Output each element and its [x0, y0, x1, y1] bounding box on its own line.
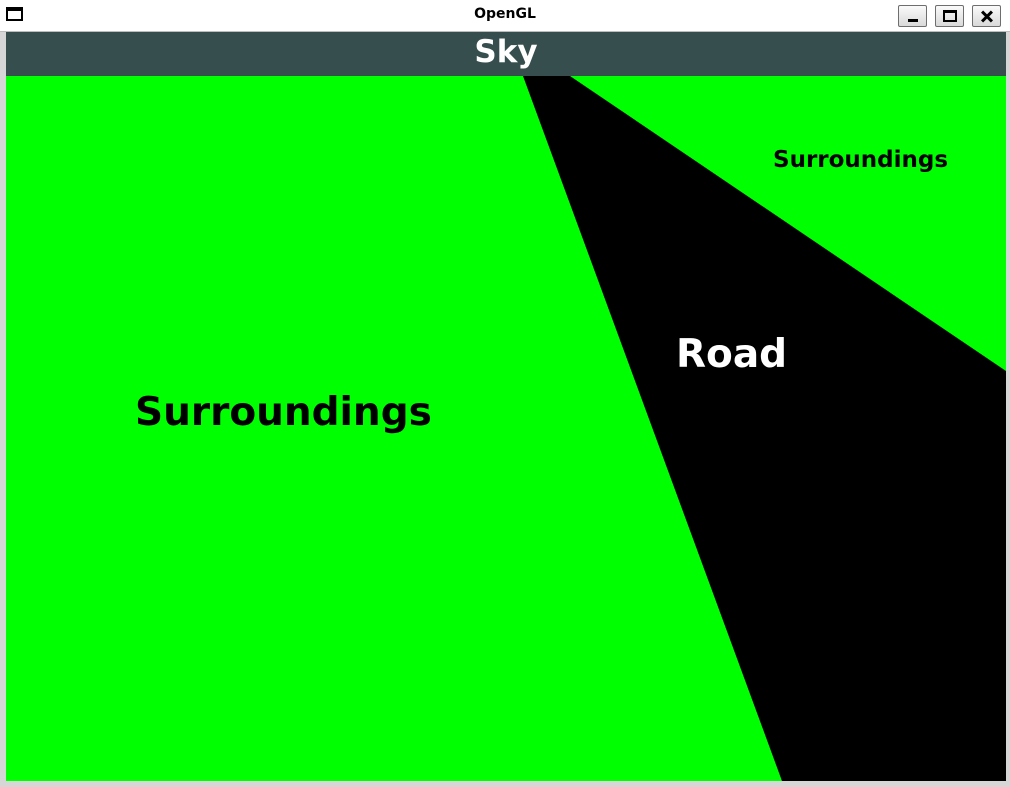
road-label: Road: [676, 332, 788, 377]
surroundings-right-label: Surroundings: [773, 147, 949, 173]
sky-label: Sky: [474, 34, 538, 70]
title-bar[interactable]: OpenGL: [0, 0, 1010, 32]
maximize-button[interactable]: [935, 5, 964, 27]
close-button[interactable]: [972, 5, 1001, 27]
minimize-button[interactable]: [898, 5, 927, 27]
window-title: OpenGL: [474, 6, 536, 22]
road-shape: [523, 76, 1006, 781]
surroundings-left-label: Surroundings: [135, 390, 432, 435]
sky-band: Sky: [6, 32, 1006, 76]
scene-canvas: [6, 32, 1006, 781]
window-icon[interactable]: [6, 7, 23, 21]
opengl-viewport[interactable]: Sky Surroundings Surroundings Road: [6, 32, 1006, 781]
